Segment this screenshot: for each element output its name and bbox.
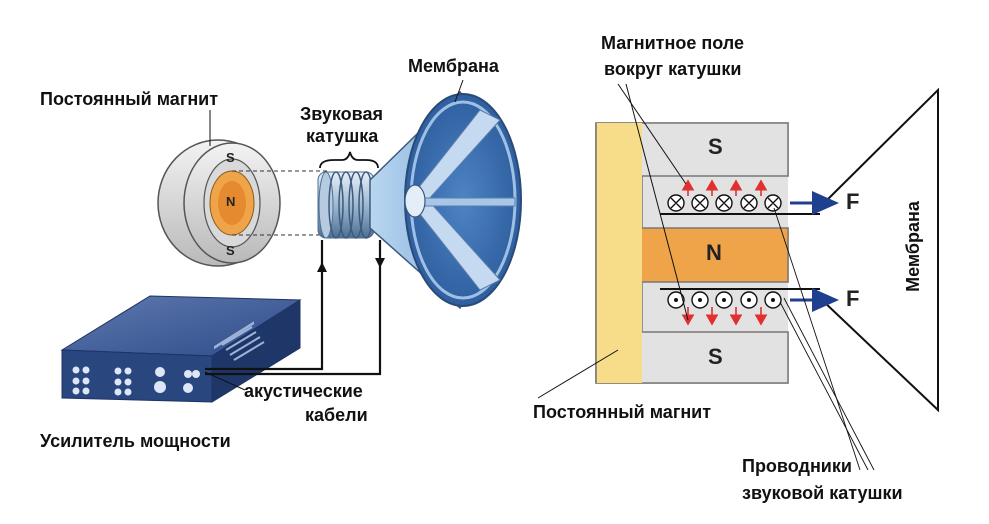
label-membrane-right: Мембрана	[902, 201, 923, 292]
label-magnetic-field-line1: Магнитное поле	[601, 33, 744, 53]
membrane-pointer	[454, 79, 464, 103]
conductor-dots	[674, 298, 775, 302]
cables-pointer	[204, 371, 246, 391]
amplifier	[60, 295, 302, 403]
right-pole-s-bottom: S	[708, 344, 723, 369]
label-membrane-left: Мембрана	[408, 56, 499, 76]
field-arrows-bottom	[681, 307, 768, 326]
force-label-top: F	[846, 189, 860, 214]
label-conductors-line1: Проводники	[742, 456, 852, 476]
right-pole-n: N	[706, 240, 722, 265]
label-permanent-magnet-left: Постоянный магнит	[40, 89, 219, 109]
ring-magnet	[157, 139, 281, 267]
label-power-amplifier: Усилитель мощности	[40, 431, 231, 451]
label-voice-coil-line1: Звуковая	[300, 104, 384, 124]
speaker-cone	[369, 90, 522, 310]
magnet-right-pointer	[537, 349, 619, 399]
force-label-bottom: F	[846, 286, 860, 311]
voice-coil	[317, 171, 375, 239]
label-conductors-line2: звуковой катушки	[742, 483, 903, 503]
conductors-top	[667, 194, 782, 212]
left-pole-s-top: S	[226, 150, 235, 165]
label-voice-coil-line2: катушка	[306, 126, 379, 146]
coil-former	[660, 213, 820, 290]
membrane-cone	[821, 87, 939, 413]
coil-brace	[319, 151, 379, 169]
force-arrows	[790, 191, 839, 312]
left-pole-s-bottom: S	[226, 243, 235, 258]
label-acoustic-cables-line2: кабели	[305, 405, 368, 425]
label-permanent-magnet-right: Постоянный магнит	[533, 402, 712, 422]
label-magnetic-field-line2: вокруг катушки	[604, 59, 742, 79]
label-acoustic-cables-line1: акустические	[244, 381, 363, 401]
field-arrows-top	[681, 179, 768, 196]
speaker-cables	[205, 240, 382, 376]
field-pointers	[617, 83, 689, 321]
left-pole-n: N	[226, 194, 236, 209]
right-pole-s-top: S	[708, 134, 723, 159]
coil-guide-lines	[232, 170, 330, 236]
e-magnet	[595, 122, 789, 384]
cable-arrows	[317, 258, 385, 272]
conductor-pointers	[773, 207, 875, 471]
